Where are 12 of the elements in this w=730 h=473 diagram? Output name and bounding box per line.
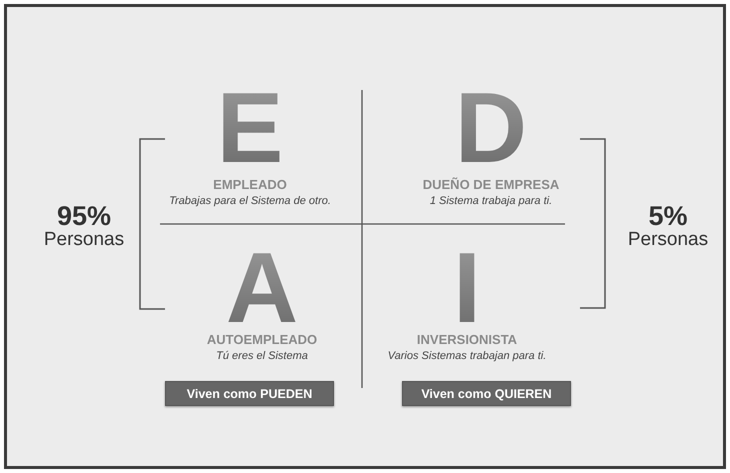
- percentage: 95%: [56, 202, 112, 230]
- quadrant-subtitle: Trabajas para el Sistema de otro.: [169, 194, 331, 208]
- percentage-caption: Personas: [628, 230, 708, 250]
- quadrant-subtitle: Tú eres el Sistema: [216, 349, 308, 363]
- percentage-caption: Personas: [44, 230, 124, 250]
- quadrant-title: DUEÑO DE EMPRESA: [422, 177, 560, 193]
- quadrant-subtitle: 1 Sistema trabaja para ti.: [430, 194, 552, 208]
- quadrant-title: EMPLEADO: [213, 177, 287, 193]
- caption-bar: Viven como PUEDEN: [165, 381, 334, 406]
- caption-bar: Viven como QUIEREN: [402, 381, 571, 406]
- percentage: 5%: [648, 202, 688, 230]
- quadrant-subtitle: Varios Sistemas trabajan para ti.: [388, 349, 546, 363]
